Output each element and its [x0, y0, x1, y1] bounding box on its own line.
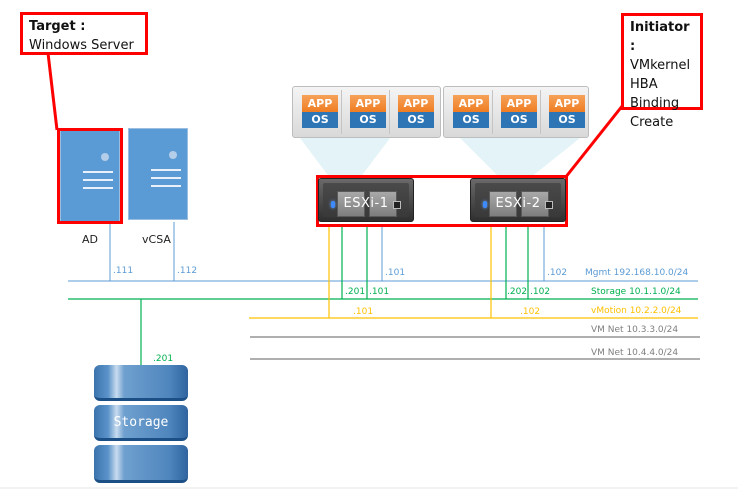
power-led-icon — [101, 153, 109, 161]
ad-highlight-box — [57, 128, 123, 224]
vcsa-server-label: vCSA — [142, 233, 171, 246]
target-callout-line: Windows Server — [29, 38, 134, 53]
initiator-callout: Initiator : VMkernel HBA Binding Create — [621, 13, 703, 130]
status-led-icon — [331, 201, 335, 208]
host-bezel: ESXi-1 — [323, 183, 409, 217]
drive-slot-icon — [83, 187, 113, 189]
esxi-2-vmotion-ip: .102 — [520, 307, 541, 317]
vcsa-ip: .112 — [177, 266, 198, 276]
esxi-1-storage-ip-b: .101 — [369, 287, 390, 297]
drive-slot-icon — [151, 169, 181, 171]
vmnet-4-network-label: VM Net 10.4.4.0/24 — [591, 348, 679, 358]
initiator-callout-line: Binding — [630, 96, 680, 111]
vmotion-network-label: vMotion 10.2.2.0/24 — [591, 306, 682, 316]
vm-cone-esxi-1 — [300, 138, 390, 178]
esxi-2-name: ESXi-2 — [495, 196, 541, 211]
storage-array[interactable]: Storage — [94, 365, 188, 483]
app-layer: APP — [453, 95, 489, 112]
os-layer: OS — [302, 112, 338, 128]
os-layer: OS — [350, 112, 386, 128]
mgmt-network-label: Mgmt 192.168.10.0/24 — [585, 268, 689, 278]
drive-slot-icon — [151, 185, 181, 187]
drive-slot-icon — [83, 179, 113, 181]
esxi-2-storage-ip-b: .102 — [530, 287, 551, 297]
app-layer: APP — [398, 95, 434, 112]
app-layer: APP — [350, 95, 386, 112]
esxi-1-vmotion-ip: .101 — [353, 307, 374, 317]
drive-slot-icon — [151, 177, 181, 179]
esxi-2-mgmt-ip: .102 — [547, 268, 568, 278]
os-layer: OS — [501, 112, 537, 128]
esxi-1-mgmt-ip: .101 — [385, 268, 406, 278]
disk-shelf-icon — [94, 445, 188, 483]
drive-bay-icon — [337, 191, 365, 217]
initiator-highlight-box — [316, 175, 568, 227]
os-layer: OS — [549, 112, 585, 128]
host-bezel: ESXi-2 — [475, 183, 561, 217]
storage-array-ip: .201 — [153, 354, 174, 364]
os-layer: OS — [453, 112, 489, 128]
ad-ip: .111 — [113, 266, 134, 276]
power-led-icon — [169, 151, 177, 159]
power-button-icon — [545, 201, 553, 209]
esxi-1-host[interactable]: ESXi-1 — [318, 178, 414, 222]
vcsa-server[interactable] — [128, 128, 188, 220]
drive-bay-icon — [521, 191, 549, 217]
esxi-2-host[interactable]: ESXi-2 — [470, 178, 566, 222]
app-layer: APP — [302, 95, 338, 112]
os-layer: OS — [398, 112, 434, 128]
initiator-callout-title: Initiator : — [630, 20, 690, 54]
esxi-2-storage-ip-a: .202 — [507, 287, 528, 297]
ad-server[interactable] — [60, 130, 120, 222]
storage-array-label: Storage — [113, 415, 169, 430]
target-callout: Target : Windows Server — [20, 12, 148, 55]
storage-network-label: Storage 10.1.1.0/24 — [591, 287, 681, 297]
vmnet-3-network-label: VM Net 10.3.3.0/24 — [591, 325, 679, 335]
app-layer: APP — [549, 95, 585, 112]
target-callout-title: Target : — [29, 19, 86, 34]
initiator-callout-line: VMkernel — [630, 58, 691, 73]
disk-shelf-icon — [94, 405, 188, 441]
initiator-callout-leader — [563, 104, 625, 179]
disk-shelf-icon — [94, 365, 188, 401]
initiator-callout-line: Create — [630, 115, 674, 130]
target-callout-leader — [46, 52, 59, 131]
power-button-icon — [393, 201, 401, 209]
app-layer: APP — [501, 95, 537, 112]
drive-slot-icon — [83, 171, 113, 173]
status-led-icon — [483, 201, 487, 208]
drive-bay-icon — [489, 191, 517, 217]
ad-server-label: AD — [82, 233, 98, 246]
esxi-1-storage-ip-a: .201 — [345, 287, 366, 297]
vm-cone-esxi-2 — [460, 138, 580, 178]
esxi-1-name: ESXi-1 — [343, 196, 389, 211]
initiator-callout-line: HBA — [630, 77, 658, 92]
